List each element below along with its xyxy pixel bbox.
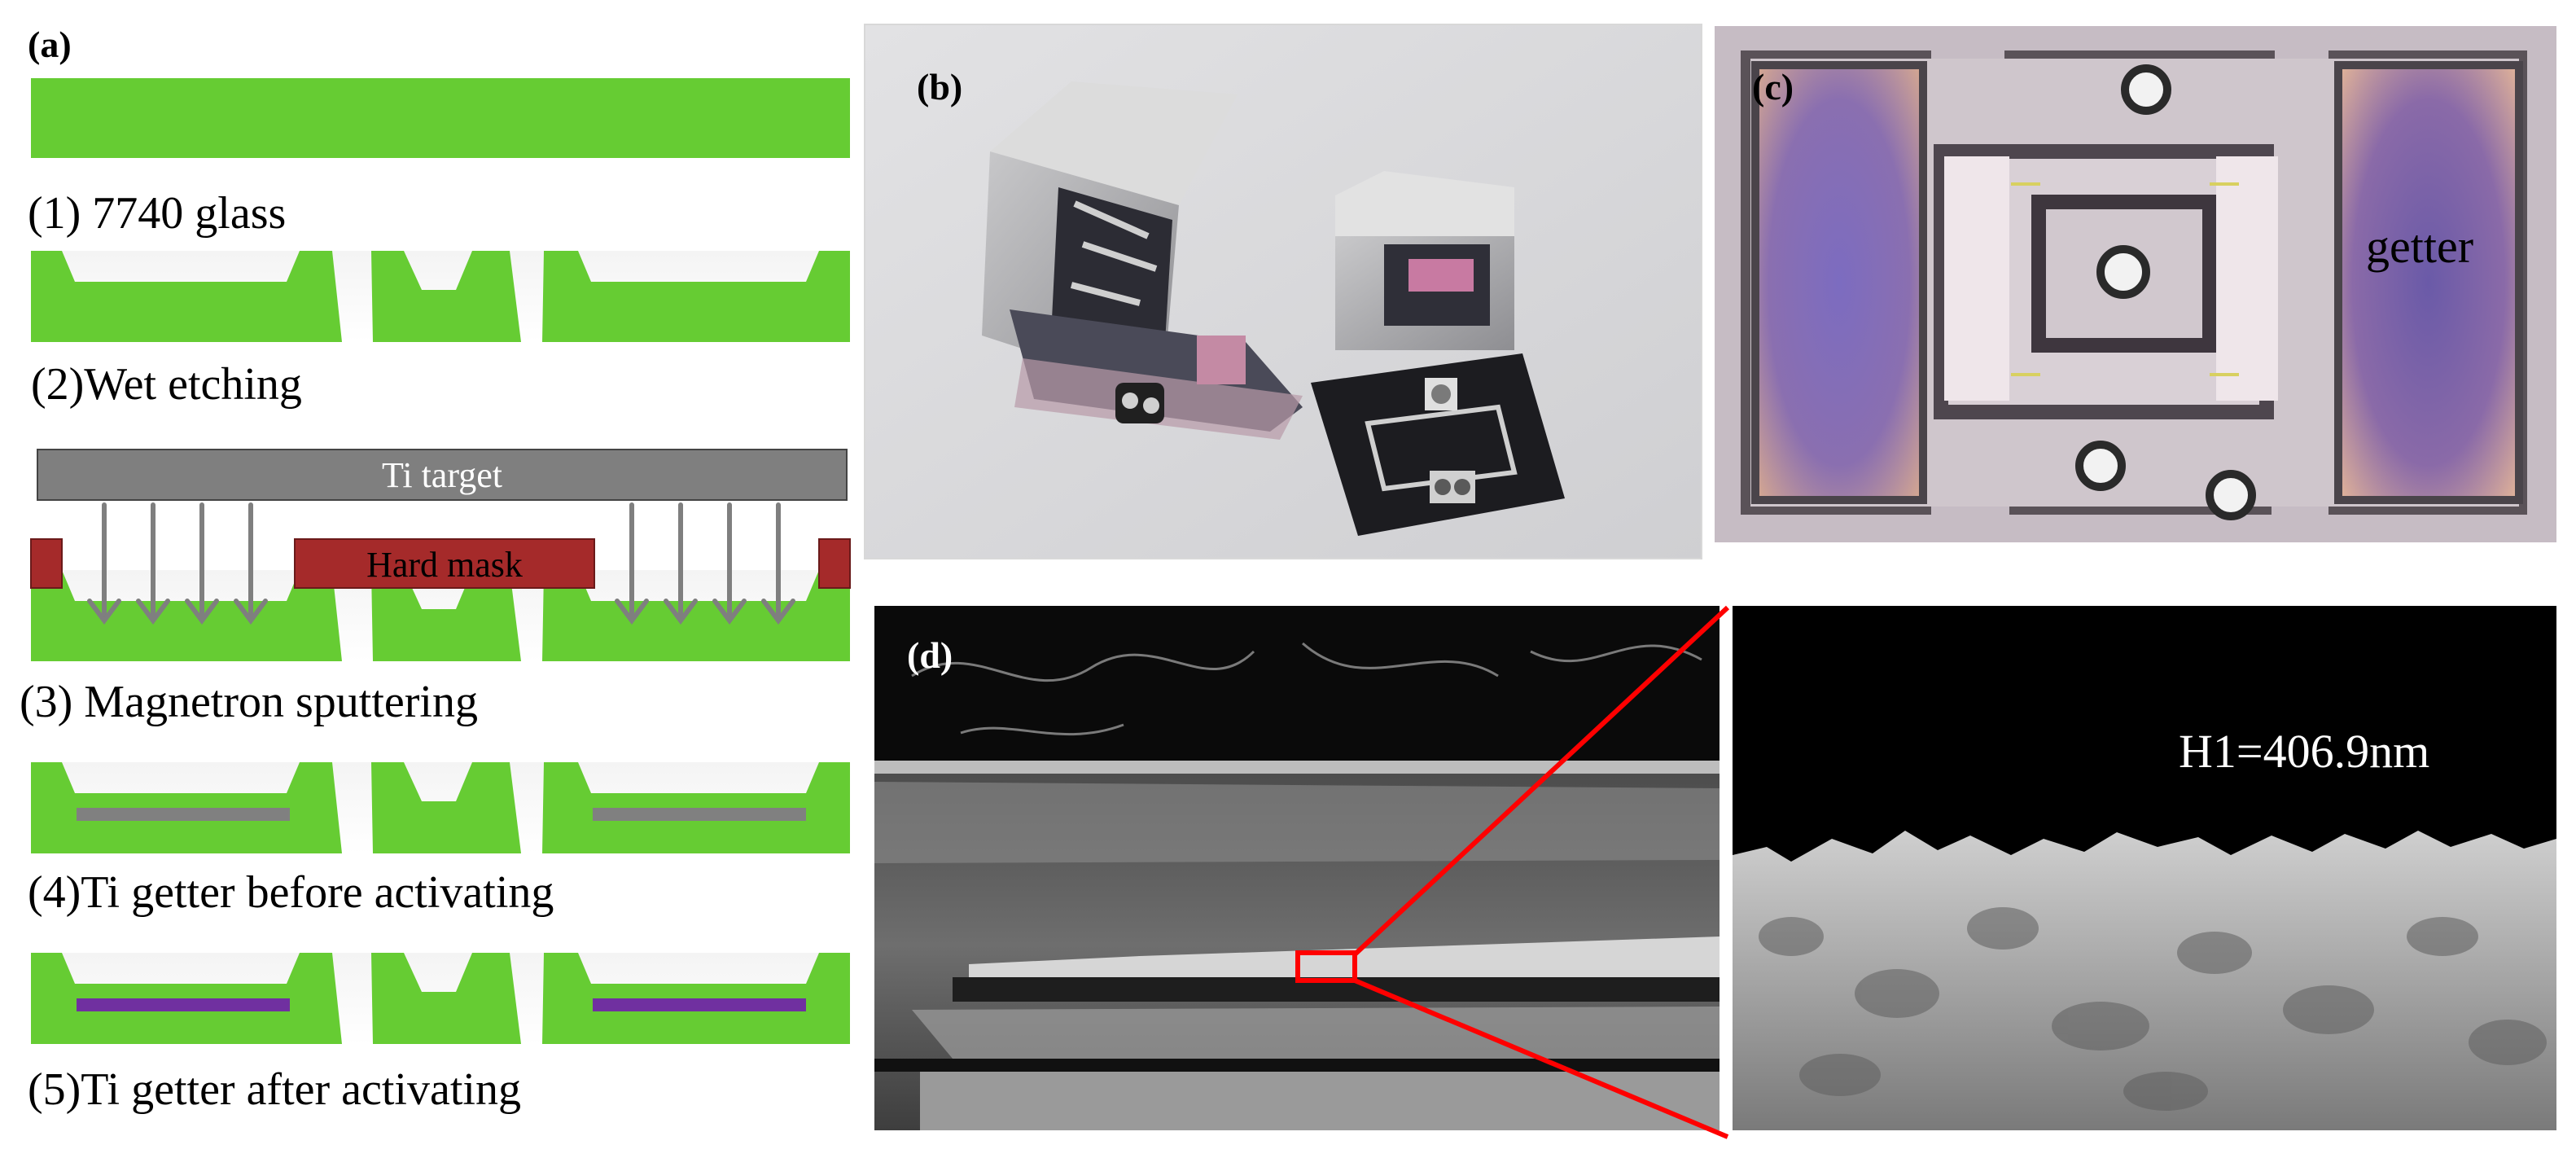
sputter-arrow	[234, 502, 268, 625]
thickness-annotation: H1=406.9nm	[2179, 725, 2429, 778]
getter-pad-left	[1751, 61, 1927, 504]
ti-film-grains	[1733, 831, 2556, 1130]
sputter-arrow	[712, 502, 747, 625]
step-2-etched-glass: (2)Wet etching	[31, 251, 850, 410]
hard-mask-label: Hard mask	[366, 545, 523, 585]
ti-target-label: Ti target	[382, 455, 502, 495]
step-2-caption: (2)Wet etching	[31, 359, 302, 410]
zoom-line-bottom	[1353, 978, 1729, 1139]
sputter-arrow	[185, 502, 219, 625]
step-5-getter-after: (5)Ti getter after activating	[28, 953, 850, 1115]
glass-substrate	[31, 78, 850, 158]
ti-film-left	[77, 808, 290, 821]
panel-a-label: (a)	[28, 24, 72, 65]
via-hole	[2096, 245, 2150, 299]
hard-mask-left	[30, 538, 63, 589]
panel-b-photo: (b)	[864, 24, 1702, 559]
ti-film-activated-left	[77, 998, 290, 1011]
step-3-caption: (3) Magnetron sputtering	[20, 677, 478, 727]
getter-pad-right	[2334, 61, 2523, 504]
sputter-arrows	[87, 502, 795, 625]
zoom-region-box	[1295, 950, 1357, 983]
via-hole	[2075, 441, 2126, 491]
etched-glass-profile	[31, 251, 850, 342]
sputter-arrow	[87, 502, 121, 625]
panel-c-micrograph: (c) getter	[1715, 26, 2556, 542]
panel-a: (a) (1) 7740 glass (2)Wet etching Ti tar…	[20, 24, 851, 1115]
glass-block-right	[542, 251, 850, 342]
panel-c-label: (c)	[1752, 66, 1794, 107]
grain-texture	[1759, 907, 2547, 1111]
ti-film-activated-right	[593, 998, 806, 1011]
step-3-sputtering: Ti target Hard mask (3) Magn	[20, 449, 851, 727]
panel-d-sem: (d) H1=406.9nm	[874, 605, 2556, 1139]
device-chip-left	[982, 81, 1303, 440]
sputter-arrow	[761, 502, 795, 625]
hard-mask-center	[294, 538, 595, 589]
zoom-line-top	[1352, 605, 1730, 957]
hard-mask-right	[818, 538, 851, 589]
glass-block-middle	[371, 251, 521, 342]
step-1-glass-wafer: (1) 7740 glass	[28, 78, 850, 239]
panel-b-label: (b)	[917, 66, 962, 107]
device-chip-right	[1311, 171, 1565, 536]
glass-block-left	[31, 251, 342, 342]
step-4-caption: (4)Ti getter before activating	[28, 867, 554, 918]
sputter-arrow	[664, 502, 698, 625]
ti-film-right	[593, 808, 806, 821]
getter-annotation: getter	[2366, 220, 2473, 273]
step-4-getter-before: (4)Ti getter before activating	[28, 762, 850, 918]
via-hole	[2206, 470, 2256, 520]
sputtered-glass-profile	[31, 570, 850, 661]
step-5-caption: (5)Ti getter after activating	[28, 1064, 521, 1115]
sputter-arrow	[615, 502, 649, 625]
panel-d-label: (d)	[907, 634, 953, 676]
step-1-caption: (1) 7740 glass	[28, 188, 286, 239]
via-hole	[2121, 64, 2171, 115]
ti-target-bar	[37, 449, 848, 501]
sputter-arrow	[136, 502, 170, 625]
